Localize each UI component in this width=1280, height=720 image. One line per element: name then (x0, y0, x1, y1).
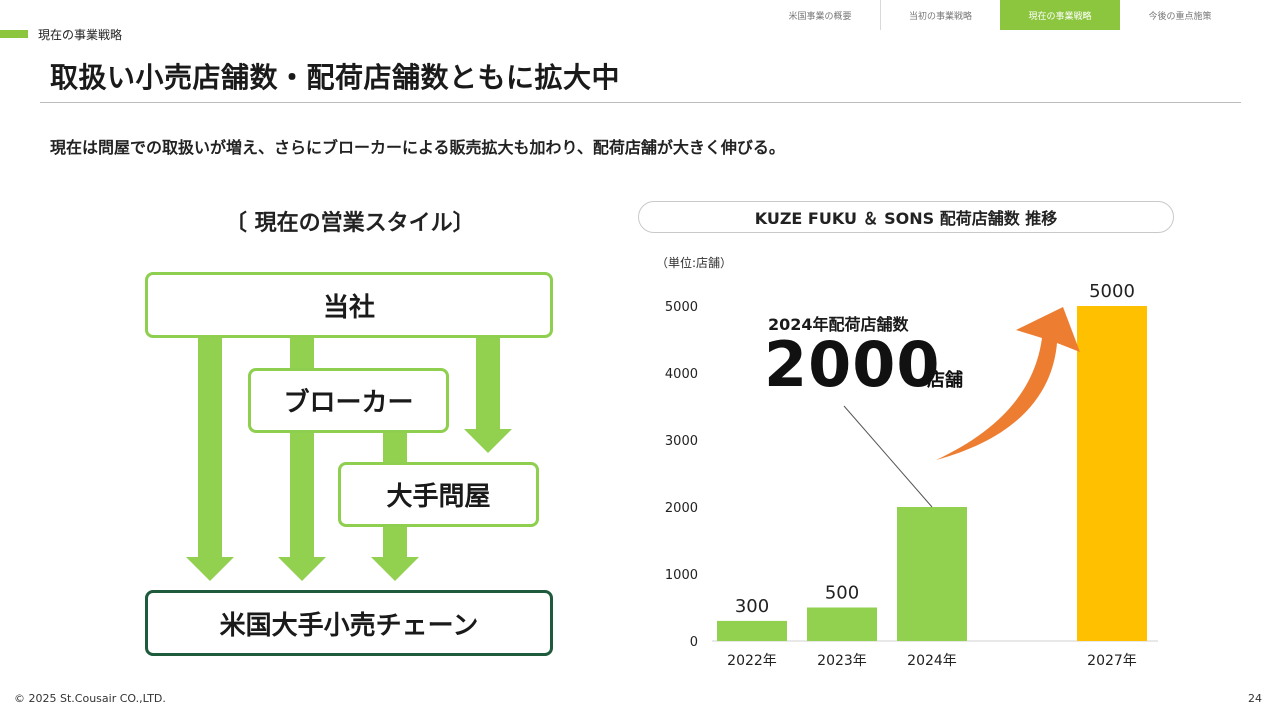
y-tick-label: 3000 (665, 434, 698, 449)
arrow-company-to-retail (186, 338, 234, 581)
bar (897, 507, 967, 641)
company-box: 当社 (145, 272, 553, 338)
x-tick-label: 2027年 (1087, 653, 1137, 669)
retailer-box: 米国大手小売チェーン (145, 590, 553, 656)
y-unit-label: （単位:店舗） (656, 255, 732, 270)
data-label: 300 (735, 596, 769, 617)
lead-text: 現在は問屋での取扱いが増え、さらにブローカーによる販売拡大も加わり、配荷店舗が大… (50, 138, 785, 157)
bar (807, 607, 877, 641)
callout-title: 2024年配荷店舗数 (768, 315, 909, 334)
chart-header: KUZE FUKU ＆ SONS 配荷店舗数 推移 (638, 201, 1174, 233)
x-tick-label: 2022年 (727, 653, 777, 669)
broker-label: ブローカー (283, 388, 414, 418)
page-title: 取扱い小売店舗数・配荷店舗数ともに拡大中 (50, 61, 621, 94)
x-tick-label: 2024年 (907, 653, 957, 669)
tab-current-strategy[interactable]: 現在の事業戦略 (1000, 0, 1120, 30)
x-tick-label: 2023年 (817, 653, 867, 669)
y-tick-label: 5000 (665, 300, 698, 315)
title-divider (40, 102, 1241, 103)
wholesaler-box: 大手問屋 (338, 462, 539, 527)
growth-arrow-icon (936, 307, 1080, 460)
company-label: 当社 (322, 292, 375, 323)
copyright: © 2025 St.Cousair CO.,LTD. (14, 692, 166, 705)
callout-leader-line (843, 405, 933, 508)
tab-us-overview[interactable]: 米国事業の概要 (788, 11, 852, 22)
callout-value: 2000 (764, 328, 941, 401)
y-tick-label: 4000 (665, 367, 698, 382)
y-tick-label: 2000 (665, 501, 698, 516)
y-tick-label: 1000 (665, 568, 698, 583)
tab-initial-strategy[interactable]: 当初の事業戦略 (880, 0, 1000, 30)
page-number: 24 (1248, 692, 1262, 705)
data-label: 500 (825, 583, 859, 604)
sales-style-heading: 〔 現在の営業スタイル〕 (225, 211, 475, 236)
arrow-company-to-wholesaler (464, 338, 512, 453)
broker-box: ブローカー (248, 368, 449, 433)
bar (717, 620, 787, 641)
bar (1077, 306, 1147, 641)
wholesaler-label: 大手問屋 (386, 482, 491, 512)
retailer-label: 米国大手小売チェーン (219, 610, 479, 641)
callout-unit: 店舗 (927, 370, 963, 391)
section-accent-bar (0, 30, 28, 38)
tab-key-measures[interactable]: 今後の重点施策 (1148, 11, 1212, 22)
section-label: 現在の事業戦略 (38, 28, 123, 42)
top-nav: 米国事業の概要 当初の事業戦略 現在の事業戦略 今後の重点施策 (760, 0, 1240, 30)
y-tick-label: 0 (690, 635, 698, 650)
data-label: 5000 (1089, 281, 1135, 302)
